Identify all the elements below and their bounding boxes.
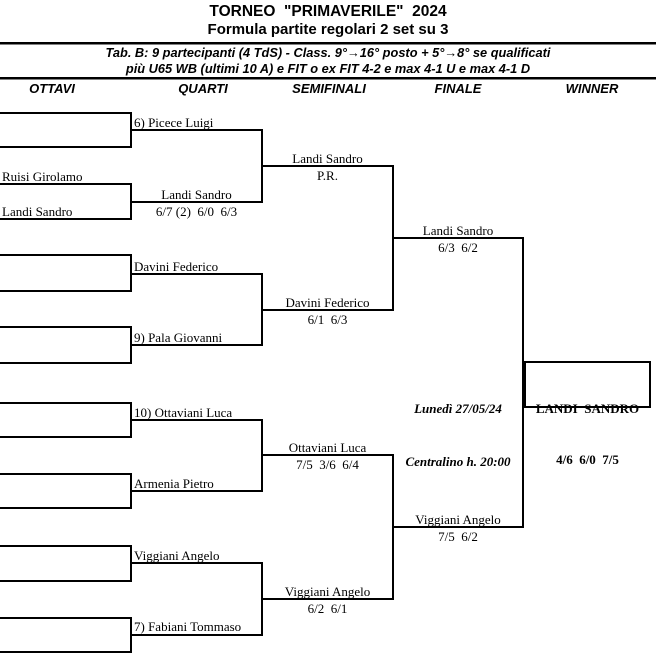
- final-schedule-note: Lunedì 27/05/24 Centralino h. 20:00: [390, 365, 526, 505]
- winner-score: 4/6 6/0 7/5: [556, 452, 619, 467]
- quarti-5-name: 10) Ottaviani Luca: [134, 405, 233, 420]
- quarti-2-name: Landi Sandro: [161, 187, 232, 202]
- ottavi-pair-1-bracket: [0, 112, 132, 148]
- quarti-6-name: Armenia Pietro: [134, 476, 214, 491]
- info-line-1: Tab. B: 9 partecipanti (4 TdS) - Class. …: [105, 45, 551, 60]
- quarti-7-name: Viggiani Angelo: [134, 548, 220, 563]
- column-header-quarti: QUARTI: [178, 81, 228, 96]
- semifinale-pair-2-bracket: [262, 454, 394, 600]
- semifinale-pair-1-bracket: [262, 165, 394, 311]
- winner-box: LANDI SANDRO 4/6 6/0 7/5: [524, 361, 651, 467]
- semifinale-4-name: Viggiani Angelo: [284, 584, 371, 599]
- quarti-4-name: 9) Pala Giovanni: [134, 330, 223, 345]
- ottavi-player-name: Landi Sandro: [2, 204, 73, 219]
- semifinale-1-score: P.R.: [317, 168, 338, 183]
- finale-1-name: Landi Sandro: [422, 223, 494, 238]
- quarti-8-name: 7) Fabiani Tommaso: [134, 619, 242, 634]
- winner-name: LANDI SANDRO: [535, 401, 640, 416]
- semifinale-3-name: Ottaviani Luca: [288, 440, 367, 455]
- tournament-subtitle: Formula partite regolari 2 set su 3: [207, 21, 449, 38]
- finale-2-name: Viggiani Angelo: [415, 512, 501, 527]
- schedule-date: Lunedì 27/05/24: [414, 401, 502, 416]
- semifinale-3-score: 7/5 3/6 6/4: [296, 457, 359, 472]
- info-line-2: più U65 WB (ultimi 10 A) e FIT o ex FIT …: [125, 61, 531, 76]
- ottavi-player-name: Ruisi Girolamo: [2, 169, 83, 184]
- ottavi-pair-4-bracket: [0, 326, 132, 364]
- ottavi-pair-7-bracket: [0, 545, 132, 582]
- quarti-3-name: Davini Federico: [134, 259, 219, 274]
- finale-2-score: 7/5 6/2: [438, 529, 478, 544]
- quarti-1-name: 6) Picece Luigi: [134, 115, 214, 130]
- ottavi-pair-5-bracket: [0, 402, 132, 438]
- column-header-semifinali: SEMIFINALI: [292, 81, 366, 96]
- ottavi-pair-3-bracket: [0, 254, 132, 292]
- quarti-2-score: 6/7 (2) 6/0 6/3: [155, 204, 238, 219]
- finale-bracket: [393, 237, 524, 528]
- semifinale-4-score: 6/2 6/1: [307, 601, 348, 616]
- schedule-time: Centralino h. 20:00: [405, 453, 511, 469]
- column-header-finale: FINALE: [434, 81, 482, 96]
- semifinale-1-name: Landi Sandro: [292, 151, 363, 166]
- finale-1-score: 6/3 6/2: [438, 240, 478, 255]
- semifinale-2-name: Davini Federico: [285, 295, 370, 310]
- column-header-ottavi: OTTAVI: [29, 81, 75, 96]
- tournament-title: TORNEO "PRIMAVERILE" 2024: [209, 3, 447, 20]
- column-header-winner: WINNER: [565, 81, 619, 96]
- semifinale-2-score: 6/1 6/3: [307, 312, 348, 327]
- ottavi-pair-8-bracket: [0, 617, 132, 653]
- ottavi-pair-6-bracket: [0, 473, 132, 509]
